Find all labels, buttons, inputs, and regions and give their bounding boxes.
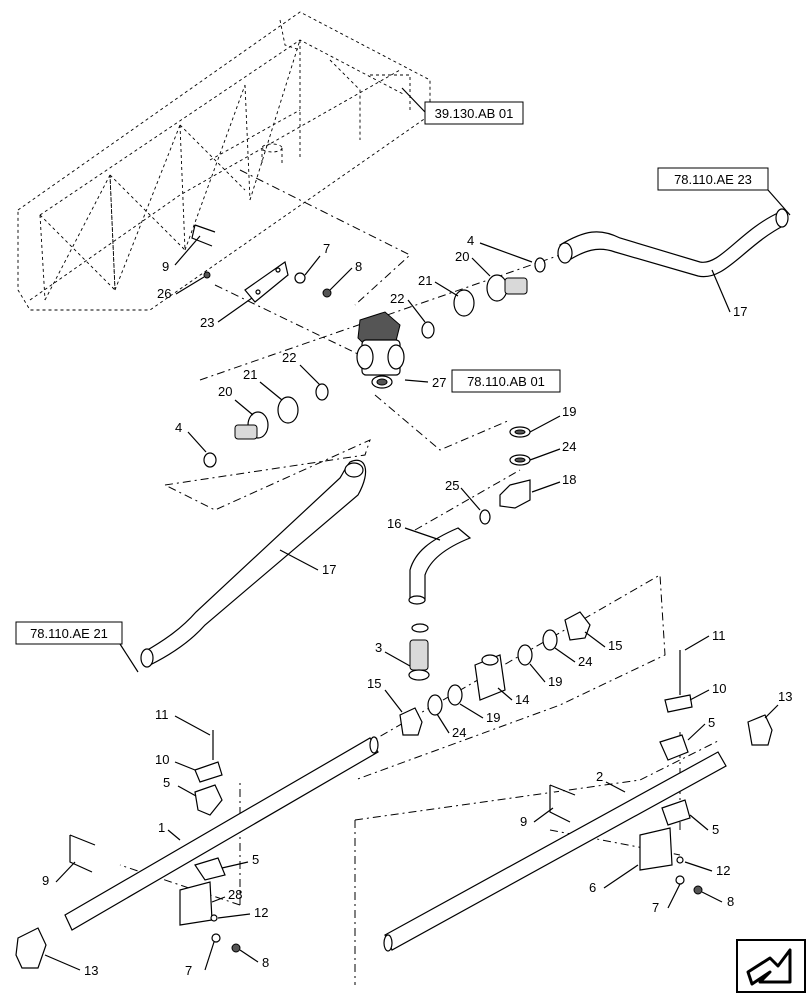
reference-78110ab01[interactable]: 78.110.AB 01 (451, 369, 561, 393)
elbow-assembly (408, 426, 531, 605)
reference-label: 78.110.AE 23 (674, 172, 752, 187)
pipe-2 (383, 714, 773, 952)
reference-39130ab01[interactable]: 39.130.AB 01 (401, 87, 524, 125)
callout-8: 8 (355, 259, 362, 274)
valve-body-27 (356, 311, 405, 389)
callout-22b: 22 (282, 350, 296, 365)
callout-9c: 9 (520, 814, 527, 829)
callout-1: 1 (158, 820, 165, 835)
callout-9: 9 (162, 259, 169, 274)
callout-19c: 19 (486, 710, 500, 725)
fittings-upper (421, 257, 546, 339)
callout-7c: 7 (652, 900, 659, 915)
reference-78110ae23[interactable]: 78.110.AE 23 (657, 167, 791, 216)
bracket-23 (191, 224, 332, 303)
callout-11b: 11 (155, 707, 169, 722)
callout-5c: 5 (252, 852, 259, 867)
callout-12: 12 (254, 905, 268, 920)
callout-8b: 8 (262, 955, 269, 970)
callout-28: 28 (228, 887, 242, 902)
callout-20: 20 (455, 249, 469, 264)
callout-14: 14 (515, 692, 529, 707)
pipe-1 (15, 736, 379, 969)
reference-label: 78.110.AB 01 (467, 374, 545, 389)
callout-10b: 10 (155, 752, 169, 767)
callout-13b: 13 (84, 963, 98, 978)
callout-27: 27 (432, 375, 446, 390)
callout-21b: 21 (243, 367, 257, 382)
callout-22: 22 (390, 291, 404, 306)
callout-15: 15 (608, 638, 622, 653)
callout-24: 24 (562, 439, 576, 454)
boom-frame (17, 11, 431, 311)
hose-17-lower (140, 459, 367, 668)
reference-label: 39.130.AB 01 (435, 106, 514, 121)
callout-5b: 5 (163, 775, 170, 790)
callout-15b: 15 (367, 676, 381, 691)
callout-21: 21 (418, 273, 432, 288)
callout-7: 7 (323, 241, 330, 256)
callout-16: 16 (387, 516, 401, 531)
callout-17: 17 (733, 304, 747, 319)
callout-5d: 5 (712, 822, 719, 837)
callout-26: 26 (157, 286, 171, 301)
callouts: 4 20 21 22 17 7 8 9 26 23 27 22 21 20 4 … (42, 233, 792, 978)
callout-10: 10 (712, 681, 726, 696)
callout-2: 2 (596, 769, 603, 784)
arrow-icon[interactable] (736, 939, 806, 993)
callout-4: 4 (467, 233, 474, 248)
clamps (69, 650, 703, 953)
reference-label: 78.110.AE 21 (30, 626, 108, 641)
callout-8c: 8 (727, 894, 734, 909)
reference-78110ae21[interactable]: 78.110.AE 21 (15, 621, 139, 673)
callout-4b: 4 (175, 420, 182, 435)
hose-17-upper (557, 208, 789, 278)
callout-19b: 19 (548, 674, 562, 689)
callout-5: 5 (708, 715, 715, 730)
callout-23: 23 (200, 315, 214, 330)
callout-11: 11 (712, 628, 726, 643)
callout-25: 25 (445, 478, 459, 493)
callout-13: 13 (778, 689, 792, 704)
callout-6: 6 (589, 880, 596, 895)
callout-19: 19 (562, 404, 576, 419)
callout-9b: 9 (42, 873, 49, 888)
fittings-left (203, 383, 329, 468)
callout-12b: 12 (716, 863, 730, 878)
callout-7b: 7 (185, 963, 192, 978)
callout-18: 18 (562, 472, 576, 487)
callout-24b: 24 (578, 654, 592, 669)
callout-24c: 24 (452, 725, 466, 740)
tee-assembly (399, 611, 591, 736)
callout-17b: 17 (322, 562, 336, 577)
callout-3: 3 (375, 640, 382, 655)
callout-20b: 20 (218, 384, 232, 399)
